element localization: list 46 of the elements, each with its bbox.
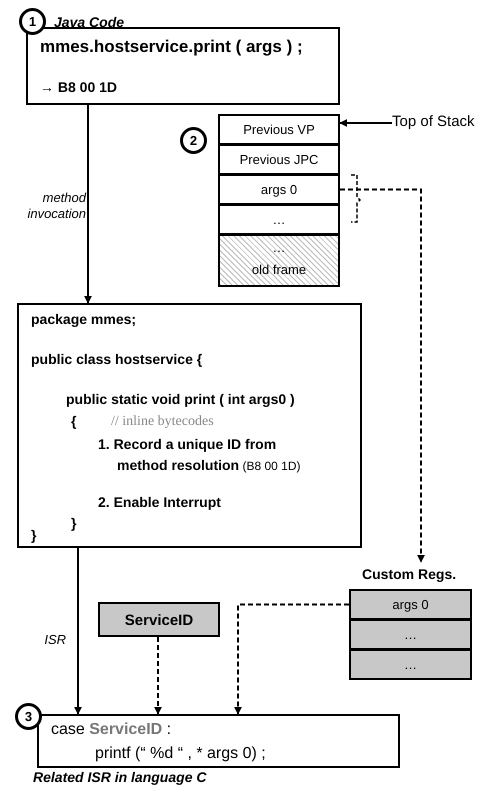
register-cell xyxy=(349,619,472,650)
old-frame-cell xyxy=(218,234,340,287)
cell-text: … xyxy=(403,627,418,643)
callout-number: 3 xyxy=(15,703,42,730)
code-line: public class hostservice { xyxy=(31,351,202,368)
register-cell xyxy=(349,589,472,620)
code-comment: // inline bytecodes xyxy=(111,414,214,431)
section-heading: Related ISR in language C xyxy=(33,769,206,786)
brace: { xyxy=(71,413,76,430)
callout-number: 1 xyxy=(19,8,46,35)
bytecode-text: → B8 00 1D xyxy=(40,79,118,96)
text: Top of Stack xyxy=(392,113,475,131)
code-line: public static void print ( int args0 ) xyxy=(66,391,295,408)
arrow xyxy=(84,105,92,304)
brace: } xyxy=(31,527,36,544)
register-cell xyxy=(349,649,472,680)
section-heading: Java Code xyxy=(54,14,124,31)
stack-cell xyxy=(218,144,340,175)
code-line: package mmes; xyxy=(31,311,136,328)
dashed-arrow xyxy=(154,637,162,715)
cell-text: … xyxy=(272,212,286,228)
cell-text: … xyxy=(403,657,418,673)
section-heading: Custom Regs. xyxy=(362,566,456,583)
cell-text: Previous JPC xyxy=(238,152,320,168)
code-line: printf (“ %d “ , * args 0) ; xyxy=(95,744,266,764)
cell-text: Previous VP xyxy=(242,122,316,138)
code-line: mmes.hostservice.print ( args ) ; xyxy=(40,37,303,58)
step-text: 1. Record a unique ID from method resolution (B8 00 1D) xyxy=(98,435,302,475)
stack-cell xyxy=(218,204,340,235)
stack-cell xyxy=(218,174,340,205)
arrow xyxy=(74,548,82,715)
arrow xyxy=(339,119,392,127)
cell-text: old frame xyxy=(250,262,308,278)
service-id-box xyxy=(98,602,220,637)
code-line: case ServiceID : xyxy=(51,720,172,740)
stack-cell xyxy=(218,114,340,145)
dashed-arrow xyxy=(234,604,349,715)
brace: } xyxy=(71,515,76,532)
dashed-arrow xyxy=(340,188,425,563)
class-code-box xyxy=(17,303,362,548)
callout-number: 2 xyxy=(180,127,207,154)
cell-text: args 0 xyxy=(260,182,298,198)
ellipsis: … xyxy=(272,240,286,256)
step-text: 2. Enable Interrupt xyxy=(98,494,221,511)
box-label: ServiceID xyxy=(124,612,194,630)
cell-text: args 0 xyxy=(391,597,430,613)
